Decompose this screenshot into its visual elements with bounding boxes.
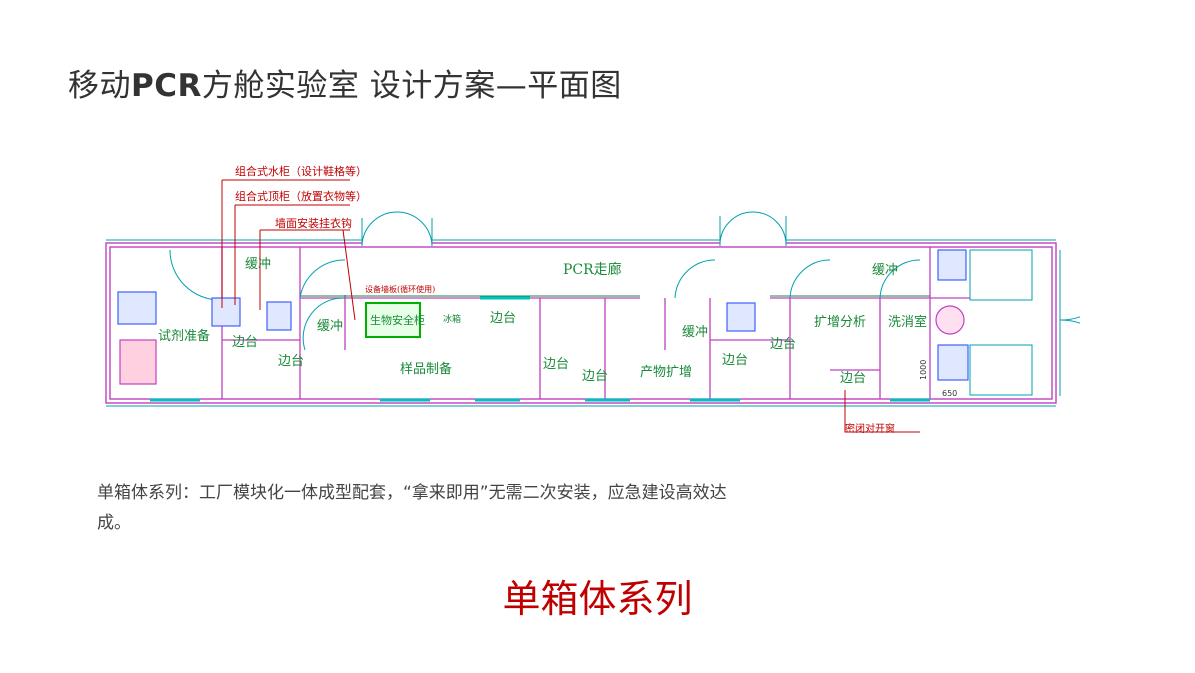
room-bench-6: 边台 — [722, 353, 748, 368]
outer-walls — [105, 242, 1057, 404]
room-bench-4: 边台 — [543, 357, 569, 372]
equipment — [117, 249, 969, 381]
floor-plan: 组合式水柜（设计鞋格等） 组合式顶柜（放置衣物等） 墙面安装挂衣钩 设备墙板(循… — [100, 150, 1121, 450]
storage-shape — [119, 339, 157, 385]
exterior-line — [106, 239, 1056, 407]
annotation-equipment: 设备墙板(循环使用) — [365, 284, 435, 294]
room-amplify: 产物扩增 — [640, 365, 692, 380]
room-bio-cabinet: 生物安全柜 — [370, 313, 425, 327]
top-doors — [361, 211, 787, 247]
series-title: 单箱体系列 — [502, 577, 693, 621]
bio-cabinet-shape — [365, 302, 421, 338]
room-fridge: 冰箱 — [443, 313, 461, 325]
annotation-wall-hook: 墙面安装挂衣钩 — [275, 216, 352, 230]
room-buffer-4: 缓冲 — [872, 263, 898, 278]
annotation-water-cabinet: 组合式水柜（设计鞋格等） — [235, 164, 367, 178]
door-swings — [169, 249, 921, 351]
floor-plan-drawing: 组合式水柜（设计鞋格等） 组合式顶柜（放置衣物等） 墙面安装挂衣钩 设备墙板(循… — [105, 164, 1121, 435]
dimension-650: 650 — [942, 389, 957, 398]
room-buffer-1: 缓冲 — [245, 257, 271, 272]
page-title: 移动PCR方舱实验室 设计方案—平面图 — [68, 68, 622, 104]
room-reagent-prep: 试剂准备 — [158, 328, 210, 344]
room-bench-2: 边台 — [278, 354, 304, 369]
annotation-leaders — [221, 179, 920, 433]
room-bench-1: 边台 — [232, 335, 258, 350]
room-sample-prep: 样品制备 — [400, 361, 452, 377]
room-wash: 洗消室 — [888, 314, 927, 330]
room-bench-8: 边台 — [840, 371, 866, 386]
annotation-top-cabinet: 组合式顶柜（放置衣物等） — [235, 189, 367, 203]
dimension-1000: 1000 — [919, 360, 928, 380]
room-amplify-analysis: 扩增分析 — [814, 315, 866, 330]
room-bench-7: 边台 — [770, 337, 796, 352]
room-buffer-2: 缓冲 — [317, 319, 343, 334]
sink-shape — [935, 305, 965, 335]
room-corridor: PCR走廊 — [563, 261, 622, 278]
room-buffer-3: 缓冲 — [682, 325, 708, 340]
interior-walls — [221, 247, 970, 399]
windows — [150, 296, 930, 402]
end-doors — [969, 249, 1121, 396]
room-bench-5: 边台 — [582, 369, 608, 384]
annotation-window: 密闭对开窗 — [845, 422, 895, 435]
room-bench-3: 边台 — [490, 311, 516, 326]
description-text: 单箱体系列：工厂模块化一体成型配套，“拿来即用”无需二次安装，应急建设高效达成。 — [97, 483, 727, 533]
